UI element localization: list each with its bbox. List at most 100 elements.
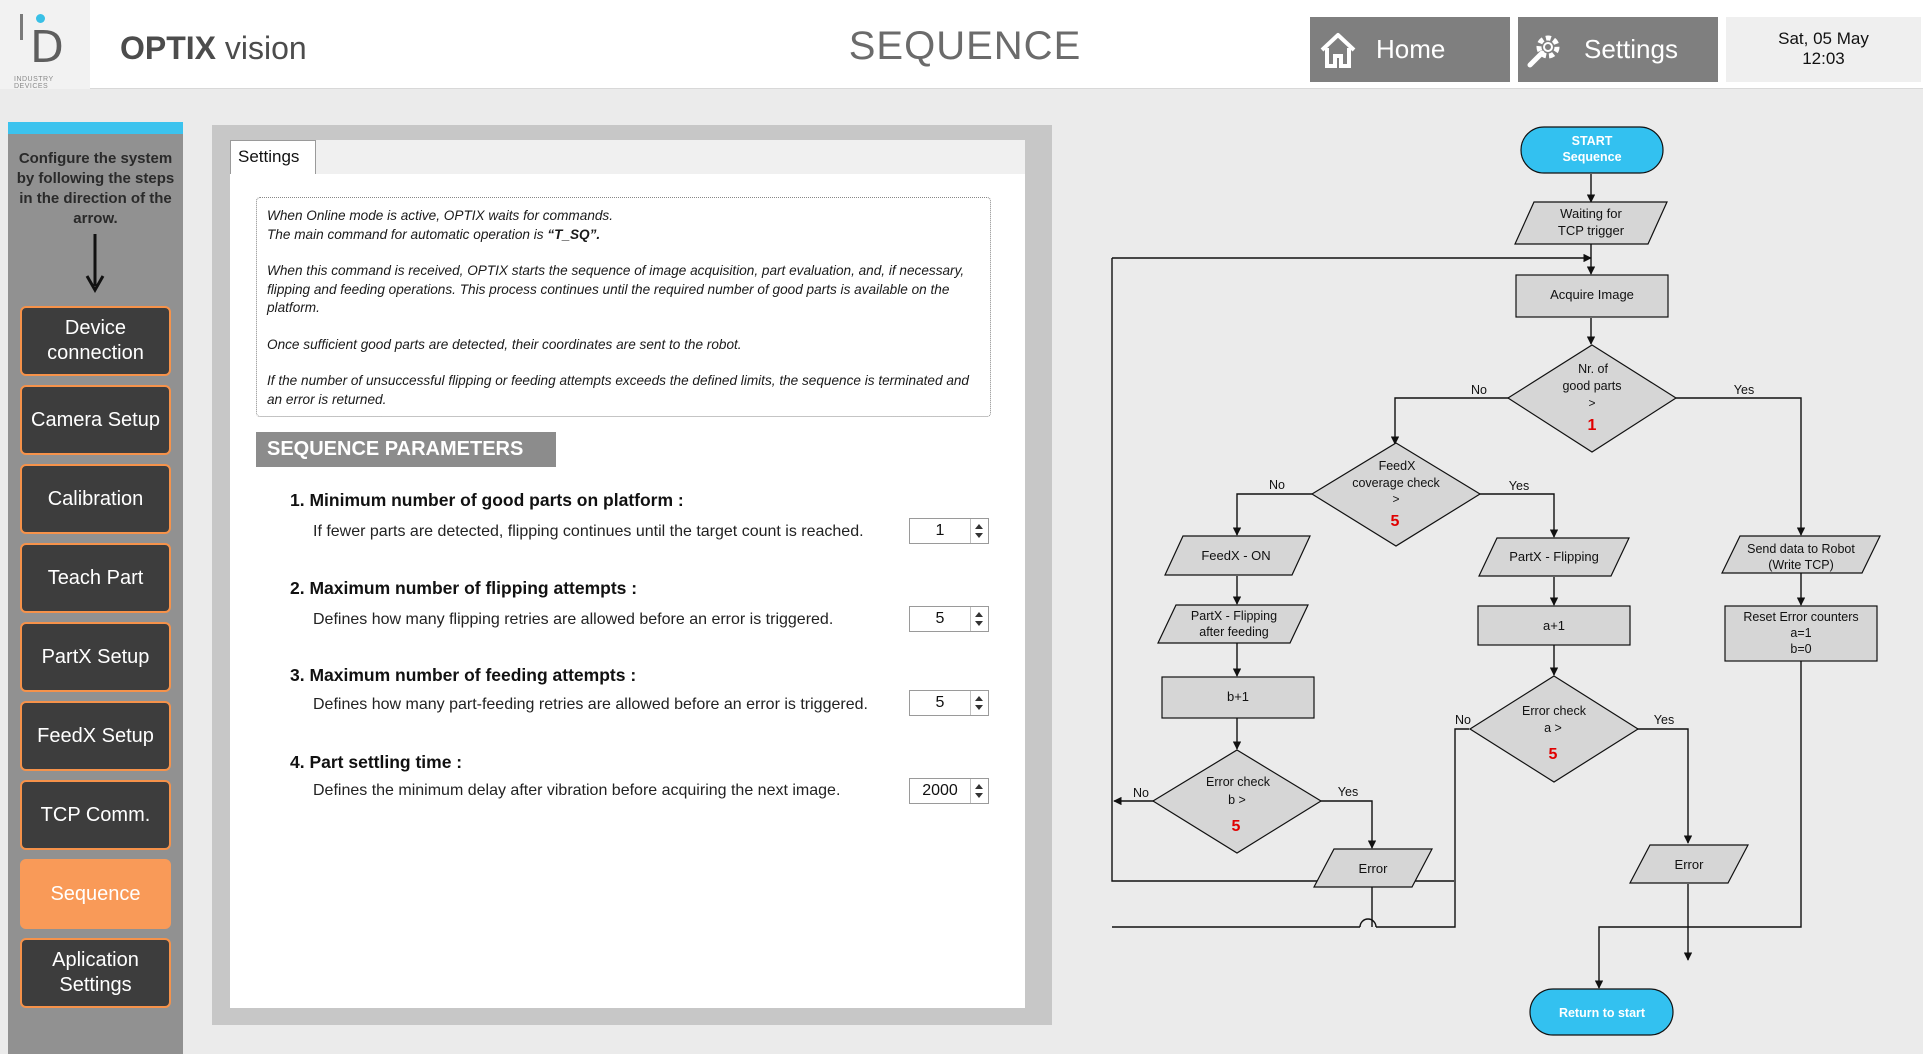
stepper-down-icon[interactable] bbox=[975, 621, 983, 626]
erra-yes-label: Yes bbox=[1654, 713, 1674, 727]
info-paragraph-4: If the number of unsuccessful flipping o… bbox=[267, 373, 969, 407]
good-no-label: No bbox=[1471, 383, 1487, 397]
settling-time-stepper[interactable]: 2000 bbox=[909, 778, 989, 804]
nav-feedx-setup[interactable]: FeedX Setup bbox=[20, 701, 171, 771]
stepper-arrows[interactable] bbox=[970, 607, 988, 631]
time-text: 12:03 bbox=[1802, 49, 1845, 68]
nav-camera-setup[interactable]: Camera Setup bbox=[20, 385, 171, 455]
reset-counters-node bbox=[1724, 605, 1878, 662]
date-time-display: Sat, 05 May 12:03 bbox=[1726, 17, 1921, 82]
info-paragraph-3: Once sufficient good parts are detected,… bbox=[267, 336, 742, 352]
error-check-b-decision bbox=[1151, 749, 1323, 854]
stepper-arrows[interactable] bbox=[970, 779, 988, 803]
b-increment-label: b+1 bbox=[1227, 689, 1249, 704]
feedx-on-node bbox=[1164, 535, 1311, 576]
feedx-label-2: coverage check bbox=[1352, 476, 1440, 490]
nav-label: Teach Part bbox=[47, 566, 144, 589]
stepper-down-icon[interactable] bbox=[975, 533, 983, 538]
nav-sequence[interactable]: Sequence bbox=[20, 859, 171, 929]
nav-label: TCP Comm. bbox=[40, 803, 151, 826]
stepper-value[interactable]: 5 bbox=[935, 694, 945, 711]
feedx-label-1: FeedX bbox=[1379, 459, 1416, 473]
feedx-value: 5 bbox=[1391, 513, 1400, 530]
reset-label-1: Reset Error counters bbox=[1743, 610, 1858, 624]
date-text: Sat, 05 May bbox=[1778, 29, 1869, 48]
nav-label: Sequence bbox=[50, 882, 141, 905]
tab-bar bbox=[230, 140, 1025, 174]
start-label-1: START bbox=[1572, 134, 1613, 148]
tab-settings[interactable]: Settings bbox=[230, 140, 316, 174]
wait-label-1: Waiting for bbox=[1560, 206, 1622, 221]
nav-label: Camera Setup bbox=[31, 408, 160, 431]
error-a-node bbox=[1629, 844, 1749, 884]
good-parts-value: 1 bbox=[1588, 417, 1597, 434]
home-button[interactable]: Home bbox=[1310, 17, 1510, 82]
good-yes-label: Yes bbox=[1734, 383, 1754, 397]
nav-calibration[interactable]: Calibration bbox=[20, 464, 171, 534]
info-line-2: The main command for automatic operation… bbox=[267, 226, 601, 242]
errb-label-1: Error check bbox=[1206, 775, 1271, 789]
stepper-arrows[interactable] bbox=[970, 691, 988, 715]
send-label-1: Send data to Robot bbox=[1747, 542, 1855, 556]
errb-yes-label: Yes bbox=[1338, 785, 1358, 799]
feedx-yes-label: Yes bbox=[1509, 479, 1529, 493]
erra-value: 5 bbox=[1549, 746, 1558, 763]
home-label: Home bbox=[1376, 34, 1446, 64]
stepper-down-icon[interactable] bbox=[975, 793, 983, 798]
stepper-up-icon[interactable] bbox=[975, 784, 983, 789]
param-desc-min-good-parts: If fewer parts are detected, flipping co… bbox=[313, 523, 864, 540]
nav-label: FeedX Setup bbox=[37, 724, 154, 747]
stepper-value[interactable]: 2000 bbox=[922, 782, 958, 799]
erra-label-1: Error check bbox=[1522, 704, 1587, 718]
wait-tcp-node bbox=[1514, 201, 1668, 245]
param-desc-max-feeding: Defines how many part-feeding retries ar… bbox=[313, 696, 868, 713]
param-title-max-flipping: 2. Maximum number of flipping attempts : bbox=[290, 578, 638, 598]
feedx-coverage-decision bbox=[1310, 442, 1482, 547]
nav-device-connection[interactable]: Device connection bbox=[20, 306, 171, 376]
stepper-value[interactable]: 5 bbox=[935, 610, 945, 627]
min-good-parts-stepper[interactable]: 1 bbox=[909, 518, 989, 544]
nav-label: Device connection bbox=[47, 317, 144, 364]
nav-label: Calibration bbox=[47, 487, 144, 510]
reset-label-2: a=1 bbox=[1790, 626, 1811, 640]
stepper-up-icon[interactable] bbox=[975, 696, 983, 701]
logo-subtitle: INDUSTRY DEVICES bbox=[14, 76, 54, 90]
send-robot-node bbox=[1721, 535, 1881, 574]
company-logo: D INDUSTRY DEVICES bbox=[0, 0, 90, 90]
stepper-down-icon[interactable] bbox=[975, 705, 983, 710]
erra-no-label: No bbox=[1455, 713, 1471, 727]
nav-partx-setup[interactable]: PartX Setup bbox=[20, 622, 171, 692]
start-terminal bbox=[1520, 126, 1664, 174]
nav-tcp-comm[interactable]: TCP Comm. bbox=[20, 780, 171, 850]
settings-label: Settings bbox=[1584, 34, 1678, 64]
max-feeding-stepper[interactable]: 5 bbox=[909, 690, 989, 716]
errb-label-2: b > bbox=[1228, 793, 1246, 807]
stepper-arrows[interactable] bbox=[970, 519, 988, 543]
wait-label-2: TCP trigger bbox=[1558, 223, 1625, 238]
stepper-up-icon[interactable] bbox=[975, 524, 983, 529]
stepper-value[interactable]: 1 bbox=[935, 522, 945, 539]
nav-application-settings[interactable]: Aplication Settings bbox=[20, 938, 171, 1008]
settings-gear-icon bbox=[1527, 35, 1560, 67]
feedx-no-label: No bbox=[1269, 478, 1285, 492]
settings-panel bbox=[230, 140, 1025, 1008]
app-title: OPTIX vision bbox=[120, 30, 307, 66]
settings-button[interactable]: Settings bbox=[1518, 17, 1718, 82]
section-title: SEQUENCE PARAMETERS bbox=[256, 432, 556, 467]
stepper-up-icon[interactable] bbox=[975, 612, 983, 617]
nav-teach-part[interactable]: Teach Part bbox=[20, 543, 171, 613]
partx-flipping-node bbox=[1478, 537, 1630, 577]
errb-no-label: No bbox=[1133, 786, 1149, 800]
max-flipping-stepper[interactable]: 5 bbox=[909, 606, 989, 632]
errb-value: 5 bbox=[1232, 818, 1241, 835]
feedx-label-3: > bbox=[1392, 492, 1399, 506]
param-title-min-good-parts: 1. Minimum number of good parts on platf… bbox=[290, 490, 684, 510]
nav-label: PartX Setup bbox=[41, 645, 150, 668]
acquire-label: Acquire Image bbox=[1550, 287, 1634, 302]
nav-label: Aplication Settings bbox=[52, 949, 139, 996]
send-label-2: (Write TCP) bbox=[1768, 558, 1834, 572]
reset-label-3: b=0 bbox=[1790, 642, 1811, 656]
good-label-1: Nr. of bbox=[1578, 362, 1608, 376]
param-desc-max-flipping: Defines how many flipping retries are al… bbox=[313, 611, 834, 628]
